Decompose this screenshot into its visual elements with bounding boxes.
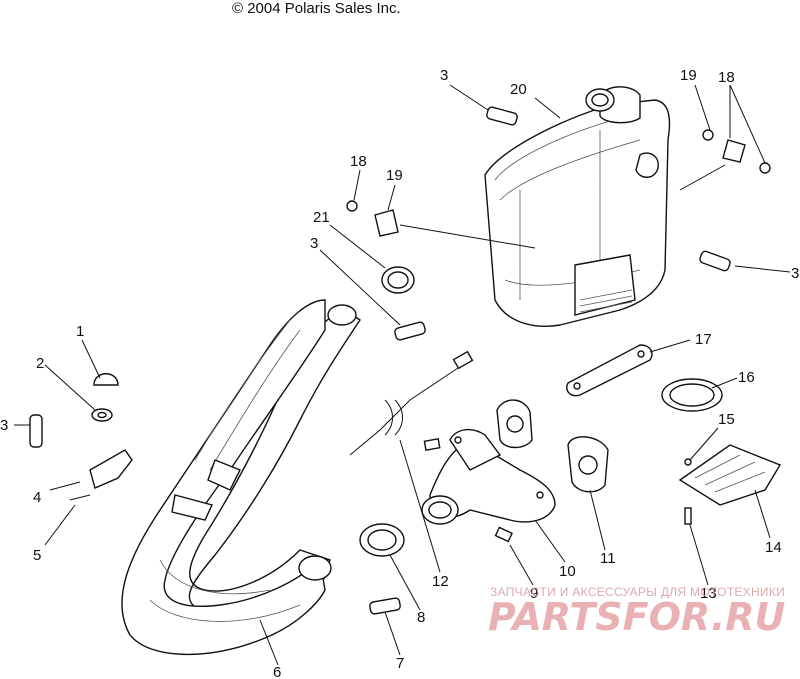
callout-8: 8 xyxy=(417,609,425,626)
callout-17: 17 xyxy=(695,331,712,348)
gasket-plate-17 xyxy=(566,344,653,397)
bolt-13 xyxy=(684,507,692,525)
spring-3-d xyxy=(29,414,43,448)
callout-1: 1 xyxy=(76,323,84,340)
watermark-tagline: ЗАПЧАСТИ И АКСЕССУАРЫ ДЛЯ МОТОТЕХНИКИ xyxy=(490,585,785,599)
washer-15 xyxy=(684,458,692,466)
callout-15: 15 xyxy=(718,411,735,428)
callout-11: 11 xyxy=(600,550,616,567)
watermark-brand: PARTSFOR.RU xyxy=(488,595,786,639)
callout-13: 13 xyxy=(700,585,717,602)
nut-18-b xyxy=(702,129,714,141)
spring-3-b xyxy=(394,321,426,341)
callout-7: 7 xyxy=(396,655,404,672)
callout-19-left: 19 xyxy=(386,167,403,184)
exhaust-manifold xyxy=(421,428,556,525)
rubber-cap-1 xyxy=(93,373,119,386)
exhaust-pipe xyxy=(121,299,361,656)
copyright-notice: © 2004 Polaris Sales Inc. xyxy=(232,0,401,17)
spring-3-a xyxy=(486,106,518,126)
callout-20: 20 xyxy=(510,81,527,98)
rubber-mount-19-a xyxy=(374,209,399,237)
bracket-4 xyxy=(89,449,133,489)
callout-10: 10 xyxy=(559,563,576,580)
spring-7 xyxy=(369,597,401,615)
callout-3-left: 3 xyxy=(0,417,8,434)
callout-4: 4 xyxy=(33,489,41,506)
callout-6: 6 xyxy=(273,664,281,679)
callout-12: 12 xyxy=(432,573,449,590)
callout-14: 14 xyxy=(765,539,782,556)
muffler-silencer xyxy=(484,86,671,327)
bolt-9 xyxy=(494,526,513,543)
nut-18-a xyxy=(346,200,358,212)
sensor-wire-12 xyxy=(349,359,471,456)
callout-2: 2 xyxy=(36,355,44,372)
leader-lines xyxy=(14,84,791,666)
callout-16: 16 xyxy=(738,369,755,386)
nut-18-c xyxy=(759,162,771,174)
callout-3-pipe: 3 xyxy=(310,235,318,252)
watermark: ЗАПЧАСТИ И АКСЕССУАРЫ ДЛЯ МОТОТЕХНИКИ PA… xyxy=(488,585,786,639)
callout-3-top: 3 xyxy=(440,67,448,84)
spring-3-c xyxy=(699,250,731,272)
callout-numbers: 1 2 3 3 3 3 4 5 6 7 8 9 10 11 12 13 14 1… xyxy=(0,67,799,679)
callout-18-left: 18 xyxy=(350,153,367,170)
callout-18-right: 18 xyxy=(718,69,735,86)
callout-3-right: 3 xyxy=(791,265,799,282)
callout-19-right: 19 xyxy=(680,67,697,84)
callout-9: 9 xyxy=(530,585,538,602)
callout-5: 5 xyxy=(33,547,41,564)
callout-21: 21 xyxy=(313,209,330,226)
rubber-mount-19-b xyxy=(722,139,746,163)
